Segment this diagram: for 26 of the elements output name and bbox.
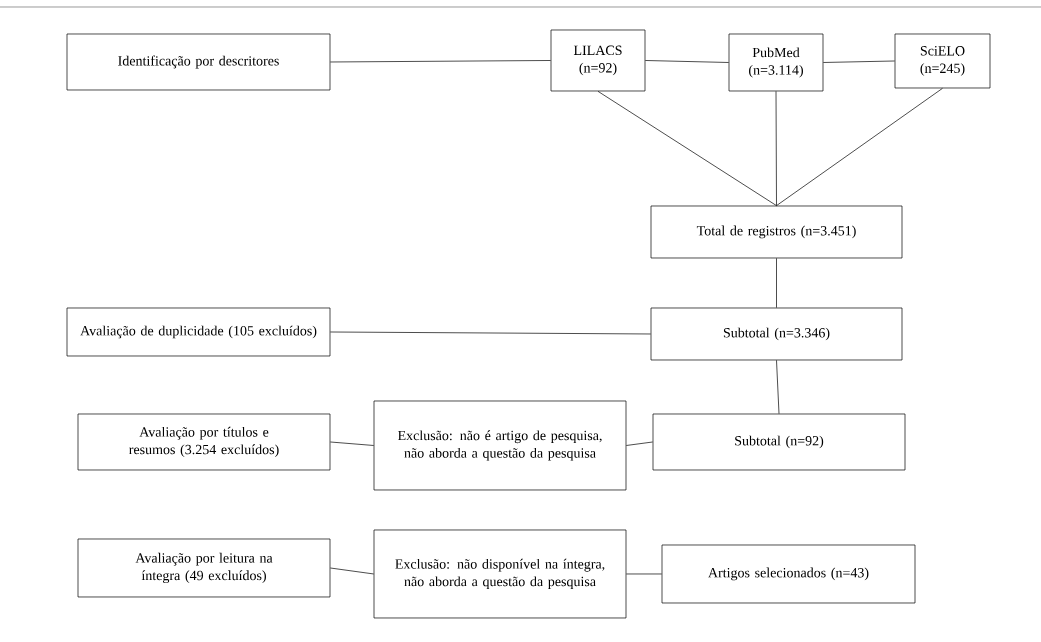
process-box: Exclusão: não disponível na íntegra, não aborda a questão da pesquisa bbox=[373, 529, 627, 619]
connector-line bbox=[330, 567, 374, 575]
connector-line bbox=[776, 88, 943, 206]
connector-line bbox=[330, 441, 374, 446]
process-box: Total de registros (n=3.451) bbox=[650, 205, 903, 259]
process-box: Subtotal (n=3.346) bbox=[650, 307, 903, 361]
connector-line bbox=[626, 573, 662, 575]
process-box: Identificação por descritores bbox=[66, 33, 331, 91]
connector-line bbox=[776, 258, 777, 308]
connector-line bbox=[775, 91, 777, 206]
process-box: Avaliação de duplicidade (105 excluídos) bbox=[66, 307, 331, 357]
connector-line bbox=[776, 360, 780, 414]
process-box: LILACS (n=92) bbox=[550, 29, 646, 92]
connector-line bbox=[645, 60, 729, 63]
process-box: Artigos selecionados (n=43) bbox=[661, 544, 916, 604]
connector-line bbox=[330, 331, 651, 335]
process-box: SciELO (n=245) bbox=[894, 33, 991, 89]
process-box: Avaliação por leitura na íntegra (49 excluídos) bbox=[77, 538, 331, 598]
process-box: Avaliação por títulos e resumos (3.254 excluídos) bbox=[77, 413, 331, 471]
connector-line bbox=[597, 91, 777, 206]
process-box: Subtotal (n=92) bbox=[652, 413, 906, 471]
process-box: PubMed (n=3.114) bbox=[728, 33, 824, 92]
connector-line bbox=[823, 60, 895, 63]
process-box: Exclusão: não é artigo de pesquisa, não aborda a questão da pesquisa bbox=[373, 400, 627, 491]
connector-line bbox=[626, 441, 653, 446]
connector-line bbox=[330, 60, 551, 63]
